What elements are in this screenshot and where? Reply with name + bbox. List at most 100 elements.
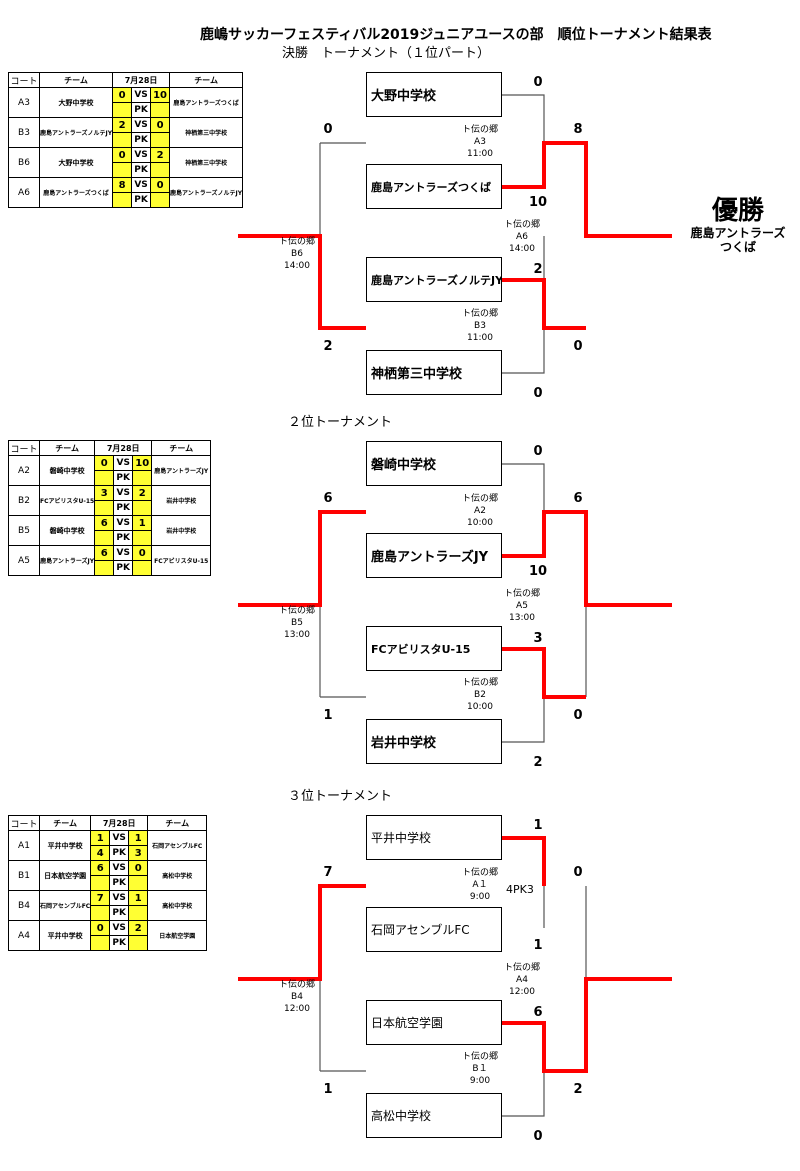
score: 0 — [533, 444, 543, 459]
match-court: B5 — [291, 618, 303, 628]
result-vs: VS — [109, 920, 130, 936]
bracket-line — [502, 1067, 545, 1117]
score: 10 — [528, 195, 548, 210]
team-box: 大野中学校 — [366, 72, 502, 117]
table-header: チーム — [38, 440, 96, 456]
match-court: A5 — [516, 601, 528, 611]
result-score: 0 — [112, 147, 133, 163]
table-header: チーム — [169, 72, 244, 88]
result-pk-score — [150, 102, 171, 118]
match-time: 10:00 — [467, 518, 493, 528]
result-court: B4 — [8, 890, 40, 921]
result-court: B6 — [8, 147, 40, 178]
winner-line — [238, 234, 366, 330]
result-score: 2 — [112, 117, 133, 133]
match-venue: ト伝の郷 — [278, 980, 315, 990]
match-court: A4 — [516, 975, 528, 985]
match-court: A2 — [474, 506, 486, 516]
result-score: 0 — [112, 87, 133, 103]
result-pk: PK — [131, 192, 152, 208]
match-time: 13:00 — [509, 613, 535, 623]
result-pk-score — [128, 875, 149, 891]
result-team: 神栖第三中学校 — [169, 147, 244, 178]
match-time: 9:00 — [469, 892, 491, 902]
winner-line — [502, 278, 586, 330]
result-court: A5 — [8, 545, 40, 576]
result-team: 高松中学校 — [147, 860, 208, 891]
result-team: 岩井中学校 — [151, 485, 212, 516]
result-score: 10 — [150, 87, 171, 103]
result-score: 3 — [94, 485, 115, 501]
team-box: 神栖第三中学校 — [366, 350, 502, 395]
result-pk-score — [94, 530, 115, 546]
result-team: 日本航空学園 — [38, 860, 92, 891]
result-pk-score — [150, 132, 171, 148]
match-time: 11:00 — [467, 149, 493, 159]
match-venue: ト伝の郷 — [461, 125, 498, 135]
result-pk-score — [112, 192, 133, 208]
score: 6 — [533, 1005, 543, 1020]
match-court: A3 — [474, 137, 486, 147]
result-court: A4 — [8, 920, 40, 951]
match-venue: ト伝の郷 — [278, 606, 315, 616]
match-time: 13:00 — [284, 630, 310, 640]
match-time: 14:00 — [509, 244, 535, 254]
team-box: 平井中学校 — [366, 815, 502, 860]
result-score: 7 — [90, 890, 111, 906]
team-box: 鹿島アントラーズつくば — [366, 164, 502, 209]
match-info: ト伝の郷 A6 14:00 — [487, 219, 557, 255]
result-vs: VS — [131, 117, 152, 133]
result-team: 大野中学校 — [38, 147, 114, 178]
result-pk: PK — [109, 905, 130, 921]
result-team: 磐崎中学校 — [38, 455, 96, 486]
score: 0 — [533, 75, 543, 90]
score: 2 — [323, 339, 333, 354]
match-info: ト伝の郷 A3 11:00 — [445, 124, 515, 160]
result-score: 1 — [128, 890, 149, 906]
result-pk-score — [132, 470, 153, 486]
result-score: 6 — [94, 545, 115, 561]
score: 1 — [533, 818, 543, 833]
match-venue: ト伝の郷 — [503, 589, 540, 599]
match-venue: ト伝の郷 — [461, 678, 498, 688]
result-team: 鹿島アントラーズつくば — [169, 87, 244, 118]
result-court: B2 — [8, 485, 40, 516]
match-court: A6 — [516, 232, 528, 242]
table-header: コート — [8, 815, 40, 831]
match-info: ト伝の郷 B5 13:00 — [262, 605, 332, 641]
result-score: 0 — [150, 117, 171, 133]
result-score: 0 — [132, 545, 153, 561]
result-pk: PK — [113, 500, 134, 516]
result-vs: VS — [113, 485, 134, 501]
winner-line — [502, 647, 586, 699]
result-vs: VS — [113, 515, 134, 531]
result-score: 0 — [128, 860, 149, 876]
champion-text: 優勝 — [711, 196, 764, 226]
match-venue: ト伝の郷 — [503, 220, 540, 230]
result-court: B3 — [8, 117, 40, 148]
result-court: B1 — [8, 860, 40, 891]
score: 0 — [323, 122, 333, 137]
team-box: 石岡アセンブルFC — [366, 907, 502, 952]
result-court: A2 — [8, 455, 40, 486]
champion-label: 優勝鹿島アントラーズつくば — [678, 196, 798, 254]
table-header: 7月28日 — [94, 440, 153, 456]
result-score: 1 — [132, 515, 153, 531]
table-header: 7月28日 — [90, 815, 149, 831]
result-team: 石岡アセンブルFC — [147, 830, 208, 861]
match-time: 12:00 — [509, 987, 535, 997]
match-venue: ト伝の郷 — [461, 309, 498, 319]
result-pk-score — [90, 875, 111, 891]
result-pk-score — [94, 500, 115, 516]
table-header: 7月28日 — [112, 72, 171, 88]
result-team: 鹿島アントラーズJY — [38, 545, 96, 576]
match-venue: ト伝の郷 — [461, 1052, 498, 1062]
result-team: 鹿島アントラーズノルテJY — [38, 117, 114, 148]
result-pk-score — [128, 905, 149, 921]
result-pk: PK — [131, 132, 152, 148]
team-box: FCアビリスタU-15 — [366, 626, 502, 671]
match-court: B4 — [291, 992, 303, 1002]
result-vs: VS — [113, 455, 134, 471]
